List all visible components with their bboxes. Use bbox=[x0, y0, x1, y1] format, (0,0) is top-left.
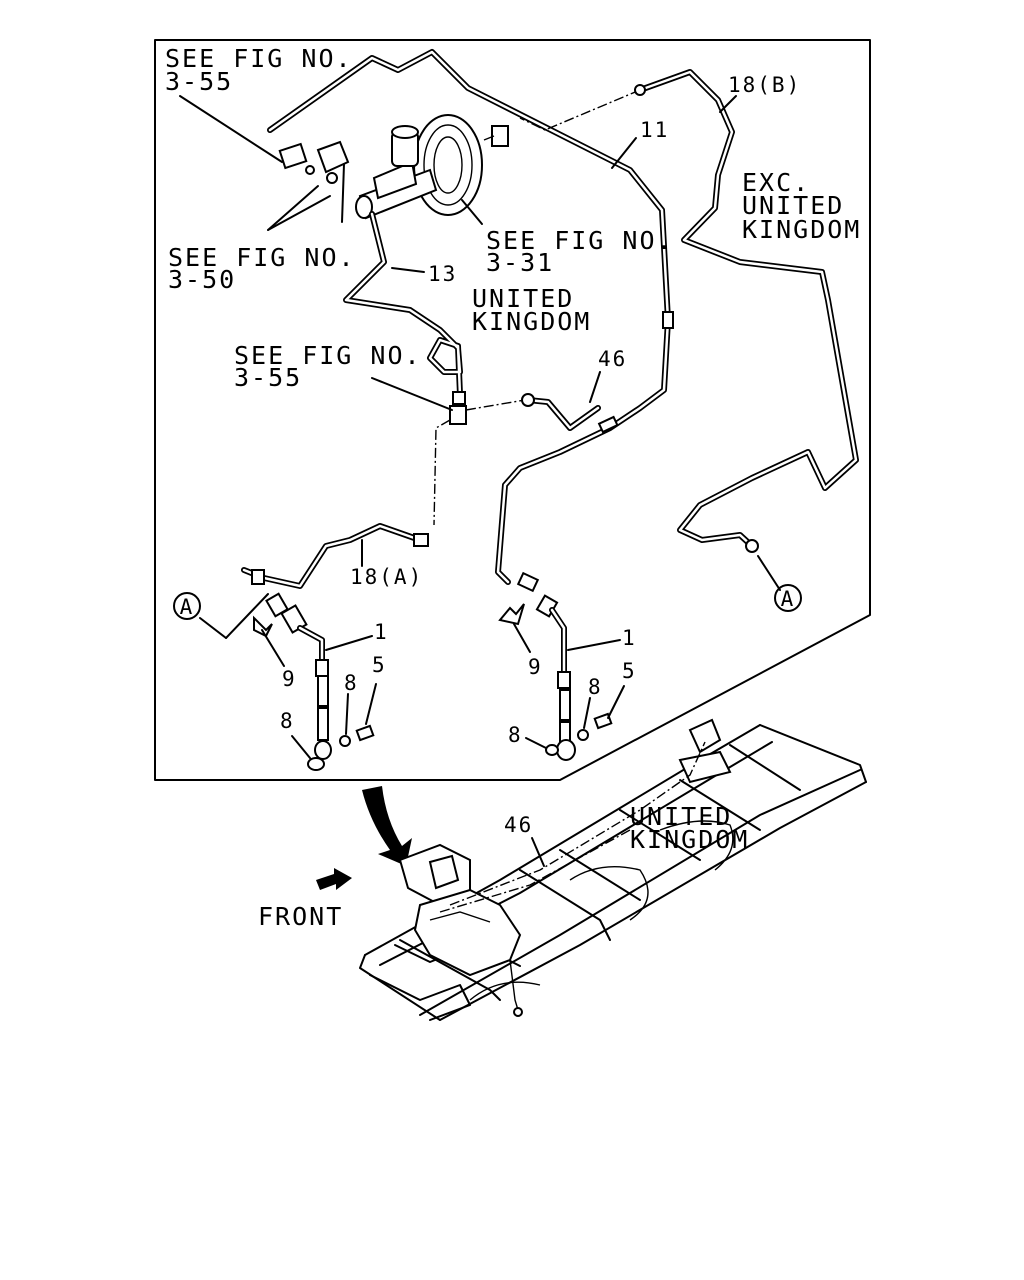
label-see-fig-3-55-top-line1: SEE FIG NO. bbox=[165, 44, 353, 73]
callout-18b: 18(B) bbox=[728, 73, 801, 97]
callout-8-left-upper: 8 bbox=[344, 671, 359, 695]
label-united-kingdom-lower-line1: UNITED bbox=[630, 802, 732, 831]
leader-lines bbox=[179, 95, 781, 759]
detail-inset-frame bbox=[154, 39, 871, 781]
label-exc-united-kingdom-line1: EXC. bbox=[742, 168, 810, 197]
callout-13: 13 bbox=[428, 262, 457, 286]
label-see-fig-3-50: SEE FIG NO. 3-50 bbox=[168, 243, 356, 294]
label-see-fig-3-31-line2: 3-31 bbox=[486, 248, 554, 277]
label-see-fig-3-50-line2: 3-50 bbox=[168, 265, 236, 294]
front-direction: FRONT bbox=[258, 868, 352, 931]
label-front: FRONT bbox=[258, 902, 343, 931]
label-see-fig-3-31: SEE FIG NO. 3-31 bbox=[486, 226, 674, 277]
callout-18a: 18(A) bbox=[350, 565, 423, 589]
label-united-kingdom-lower-line2: KINGDOM bbox=[630, 825, 749, 854]
ref-a-left-label: A bbox=[180, 595, 195, 619]
label-united-kingdom-upper-line1: UNITED bbox=[472, 284, 574, 313]
master-cylinder bbox=[355, 125, 438, 220]
callout-9-left: 9 bbox=[282, 667, 297, 691]
chassis-frame bbox=[359, 718, 867, 1021]
reference-circle-a-left: A bbox=[173, 592, 201, 620]
brake-pipe-46-upper bbox=[521, 393, 601, 431]
callout-8-right-upper: 8 bbox=[588, 675, 603, 699]
callout-11: 11 bbox=[640, 118, 669, 142]
callout-numbers: 18(B) 11 13 46 18(A) 1 9 8 5 8 1 9 8 5 8 bbox=[280, 73, 801, 747]
proportioning-valve bbox=[278, 140, 350, 184]
brake-pipe-18a bbox=[241, 523, 429, 589]
callout-1-right: 1 bbox=[622, 626, 637, 650]
callout-8-right-lower: 8 bbox=[508, 723, 523, 747]
brake-pipe-13 bbox=[343, 211, 466, 405]
label-see-fig-3-55-top-line2: 3-55 bbox=[165, 67, 233, 96]
callout-5-left: 5 bbox=[372, 653, 387, 677]
callout-46-upper: 46 bbox=[598, 347, 627, 371]
label-see-fig-3-50-line1: SEE FIG NO. bbox=[168, 243, 356, 272]
label-exc-united-kingdom: EXC. UNITED KINGDOM bbox=[742, 168, 861, 244]
callout-9-right: 9 bbox=[528, 655, 543, 679]
front-arrow-icon bbox=[316, 868, 352, 890]
label-exc-united-kingdom-line2: UNITED bbox=[742, 191, 844, 220]
label-see-fig-3-55-mid-line2: 3-55 bbox=[234, 363, 302, 392]
label-exc-united-kingdom-line3: KINGDOM bbox=[742, 215, 861, 244]
callout-1-left: 1 bbox=[374, 620, 389, 644]
label-united-kingdom-upper-line2: KINGDOM bbox=[472, 307, 591, 336]
label-see-fig-3-55-mid: SEE FIG NO. 3-55 bbox=[234, 341, 422, 392]
callout-5-right: 5 bbox=[622, 659, 637, 683]
brake-pipe-46-chassis bbox=[439, 741, 706, 913]
label-see-fig-3-31-line1: SEE FIG NO. bbox=[486, 226, 674, 255]
reference-circle-a-right: A bbox=[774, 584, 802, 612]
label-see-fig-3-55-top: SEE FIG NO. 3-55 bbox=[165, 44, 353, 96]
brake-hose-left bbox=[253, 592, 375, 771]
ref-a-right-label: A bbox=[781, 587, 796, 611]
label-see-fig-3-55-mid-line1: SEE FIG NO. bbox=[234, 341, 422, 370]
brake-hose-right bbox=[498, 571, 613, 761]
three-way-connector bbox=[433, 399, 526, 526]
callout-8-left-lower: 8 bbox=[280, 709, 295, 733]
brake-pipe-18b bbox=[519, 69, 859, 553]
label-united-kingdom-lower: UNITED KINGDOM bbox=[630, 802, 749, 854]
pointer-arrow bbox=[362, 786, 412, 866]
label-united-kingdom-upper: UNITED KINGDOM bbox=[472, 284, 591, 336]
callout-46-lower: 46 bbox=[504, 813, 533, 837]
brake-pipe-11 bbox=[267, 49, 674, 585]
